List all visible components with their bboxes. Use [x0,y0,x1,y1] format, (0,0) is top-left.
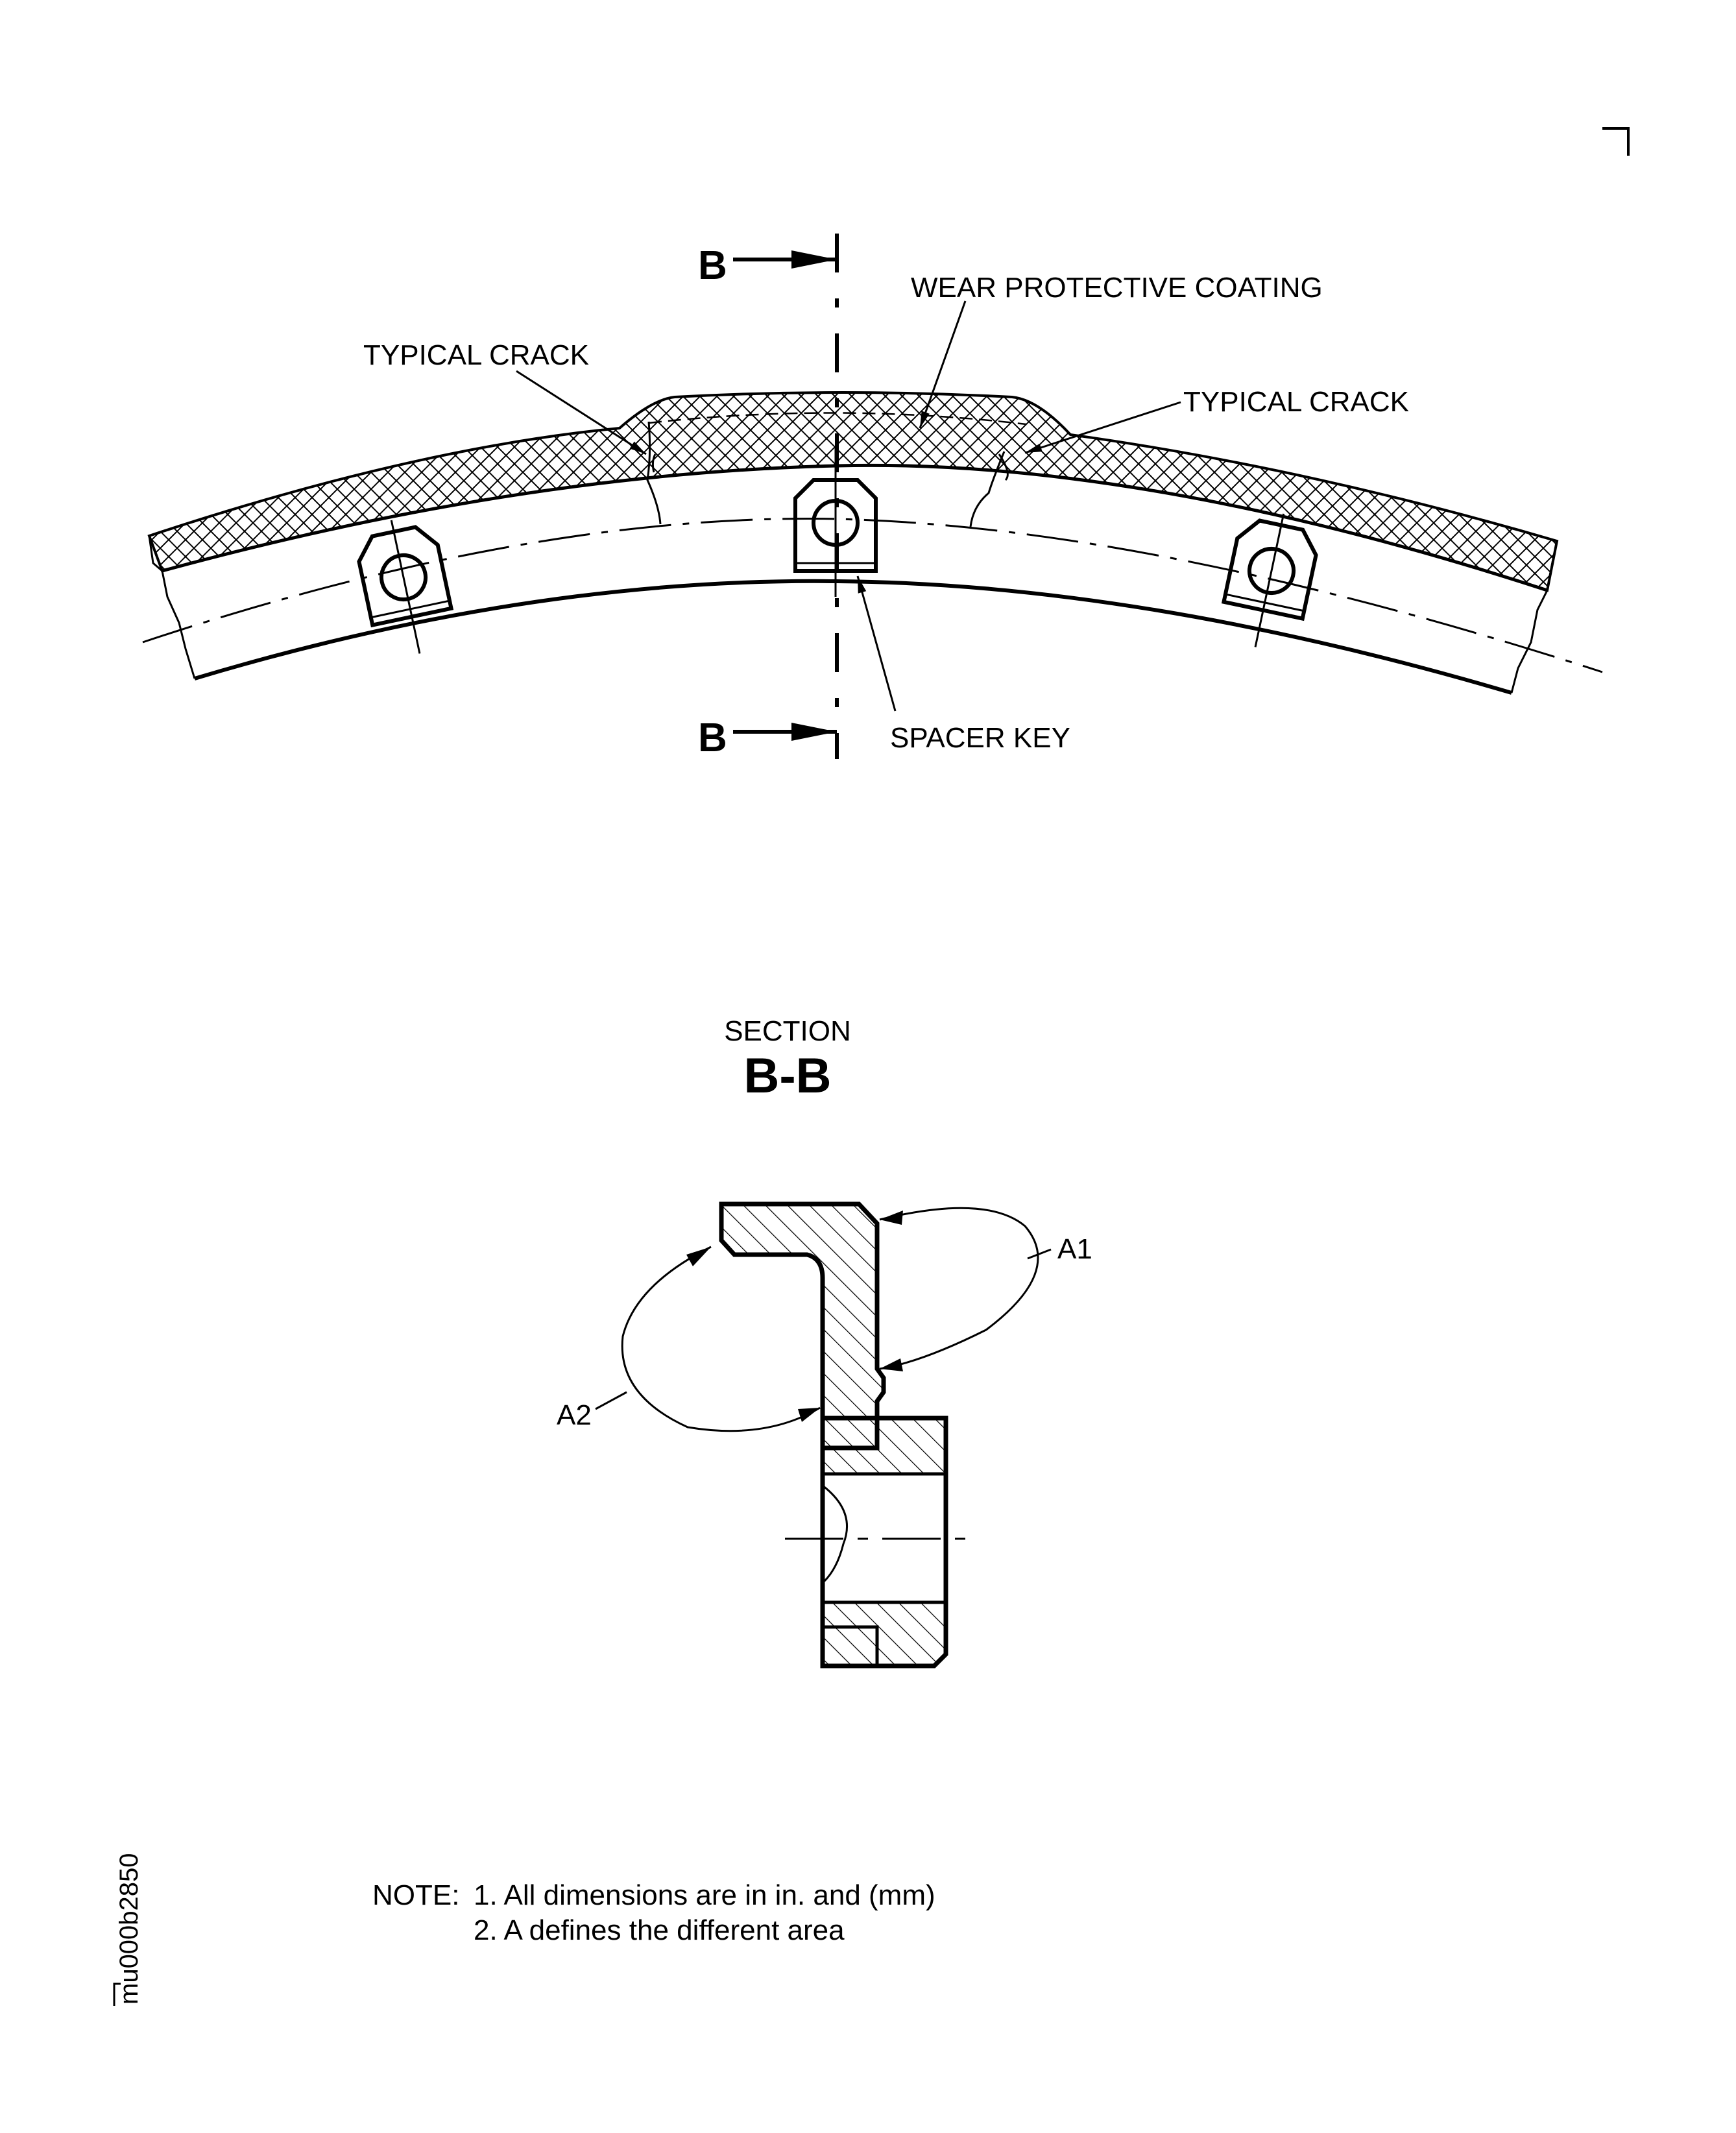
label-typical-crack-left: TYPICAL CRACK [363,339,589,371]
section-bb-view [595,1201,1052,1669]
area-a1-arrow-bottom [880,1358,903,1371]
area-a1-loop [879,1207,1039,1370]
corner-mark [1602,127,1630,156]
note-line-2: 2. A defines the different area [474,1914,845,1946]
leader-crack-right [1024,401,1181,454]
label-area-a1: A1 [1057,1233,1092,1265]
leader-spacer-key [856,575,897,712]
bore-curve [821,1484,849,1584]
crack-right-1 [969,451,1006,527]
area-a1-arrow-top [880,1211,903,1225]
lug-right [1221,513,1318,647]
leader-crack-left [516,370,647,455]
area-a2-loop [621,1246,821,1432]
leader-coating [919,300,967,429]
note-line-1: 1. All dimensions are in in. and (mm) [474,1879,935,1911]
note-prefix: NOTE: [372,1879,459,1911]
leader-a2 [595,1391,627,1410]
section-name: B-B [743,1048,831,1103]
figure-code: mu000b2850 [115,1853,143,2005]
bushing-top-band [821,1416,948,1476]
section-marker-bottom: B [698,716,727,760]
section-word: SECTION [724,1015,851,1047]
label-wear-coating: WEAR PROTECTIVE COATING [911,272,1323,304]
section-arrowhead-top [791,250,837,269]
left-break [148,535,196,679]
bushing-key-block [821,1625,879,1668]
section-marker-top: B [698,243,727,288]
label-area-a2: A2 [557,1399,592,1431]
crack-left-2 [651,453,657,473]
area-a2-arrow-top [686,1247,711,1266]
label-typical-crack-right: TYPICAL CRACK [1183,386,1409,418]
figure-code-bracket [113,1982,121,2006]
section-arm [719,1201,886,1451]
right-break [1510,540,1558,693]
crack-right-2 [998,453,1009,481]
section-arrowhead-bottom [791,723,837,741]
segment-view [142,234,1603,759]
lug-left [357,520,454,654]
crack-left-1 [646,421,662,525]
area-a2-arrow-bottom [798,1408,820,1422]
ring-centerline [142,518,1603,673]
leader-a1 [1027,1248,1052,1260]
label-spacer-key: SPACER KEY [890,722,1070,754]
